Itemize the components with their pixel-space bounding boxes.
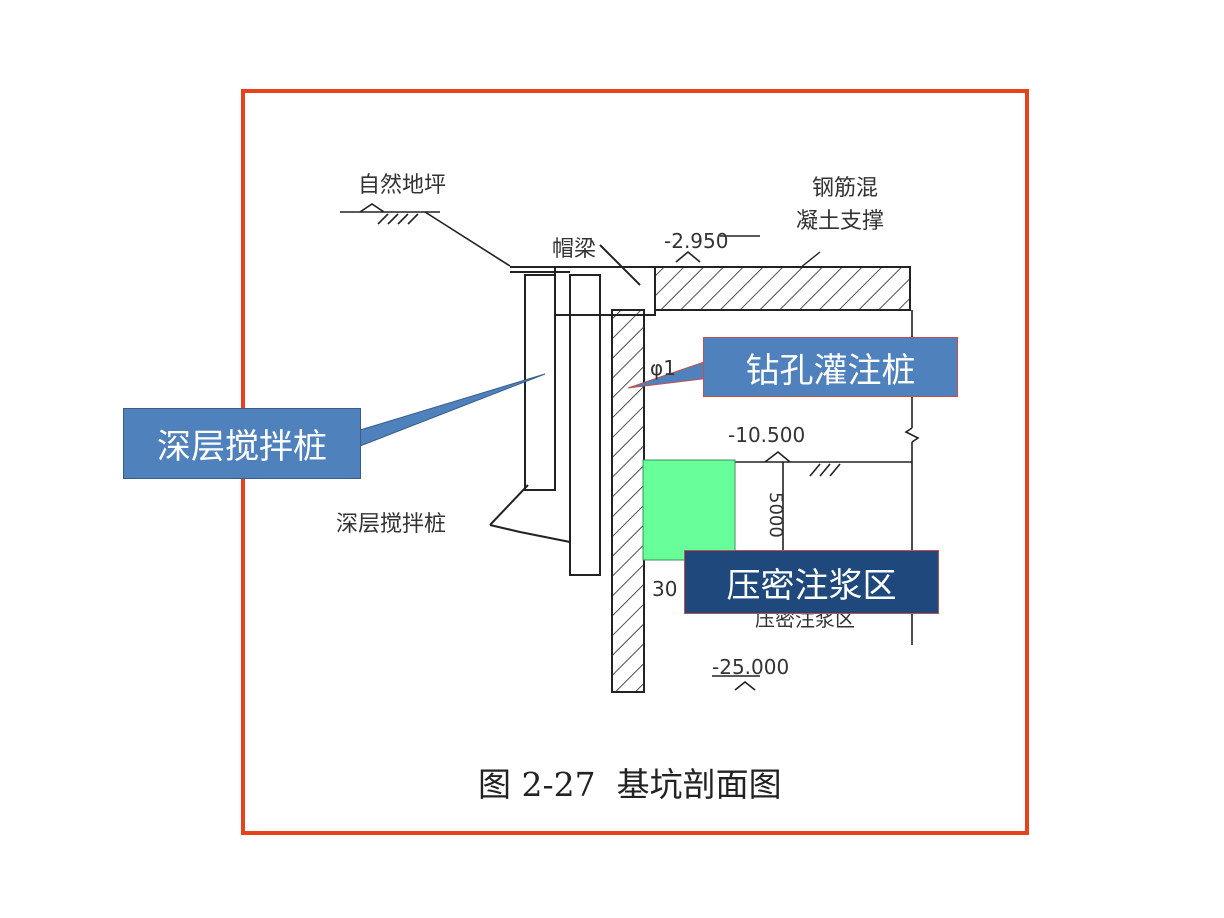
rc-brace-label-1: 钢筋混 [812, 176, 878, 201]
vertical-dimension-label: 5000 [765, 492, 786, 538]
elevation-bottom-label: -25.000 [712, 655, 789, 679]
cap-beam [510, 244, 656, 316]
cap-beam-label: 帽梁 [552, 237, 596, 262]
rc-brace [654, 251, 911, 311]
grouting-zone-callout: 压密注浆区 [684, 550, 939, 614]
figure-caption: 图 2-27 基坑剖面图 [478, 765, 782, 804]
partial-elevation-label: 30 [652, 577, 677, 601]
grouting-zone [642, 459, 736, 561]
pile-diameter-label: φ1 [650, 356, 676, 380]
elevation-mid-label: -10.500 [728, 423, 805, 447]
bored-pile-callout: 钻孔灌注桩 [703, 337, 958, 397]
mixing-pile-drawing-label: 深层搅拌桩 [336, 512, 446, 537]
bored-pile [611, 309, 645, 693]
deep-mixing-piles [489, 274, 601, 576]
elevation-top-label: -2.950 [664, 229, 728, 253]
deep-mixing-pile-callout: 深层搅拌桩 [123, 408, 361, 479]
rc-brace-label-2: 凝土支撑 [796, 209, 884, 234]
ground-level-label: 自然地坪 [358, 173, 446, 198]
ground-surface [340, 203, 511, 267]
mixing-pile-pointer [359, 373, 546, 447]
